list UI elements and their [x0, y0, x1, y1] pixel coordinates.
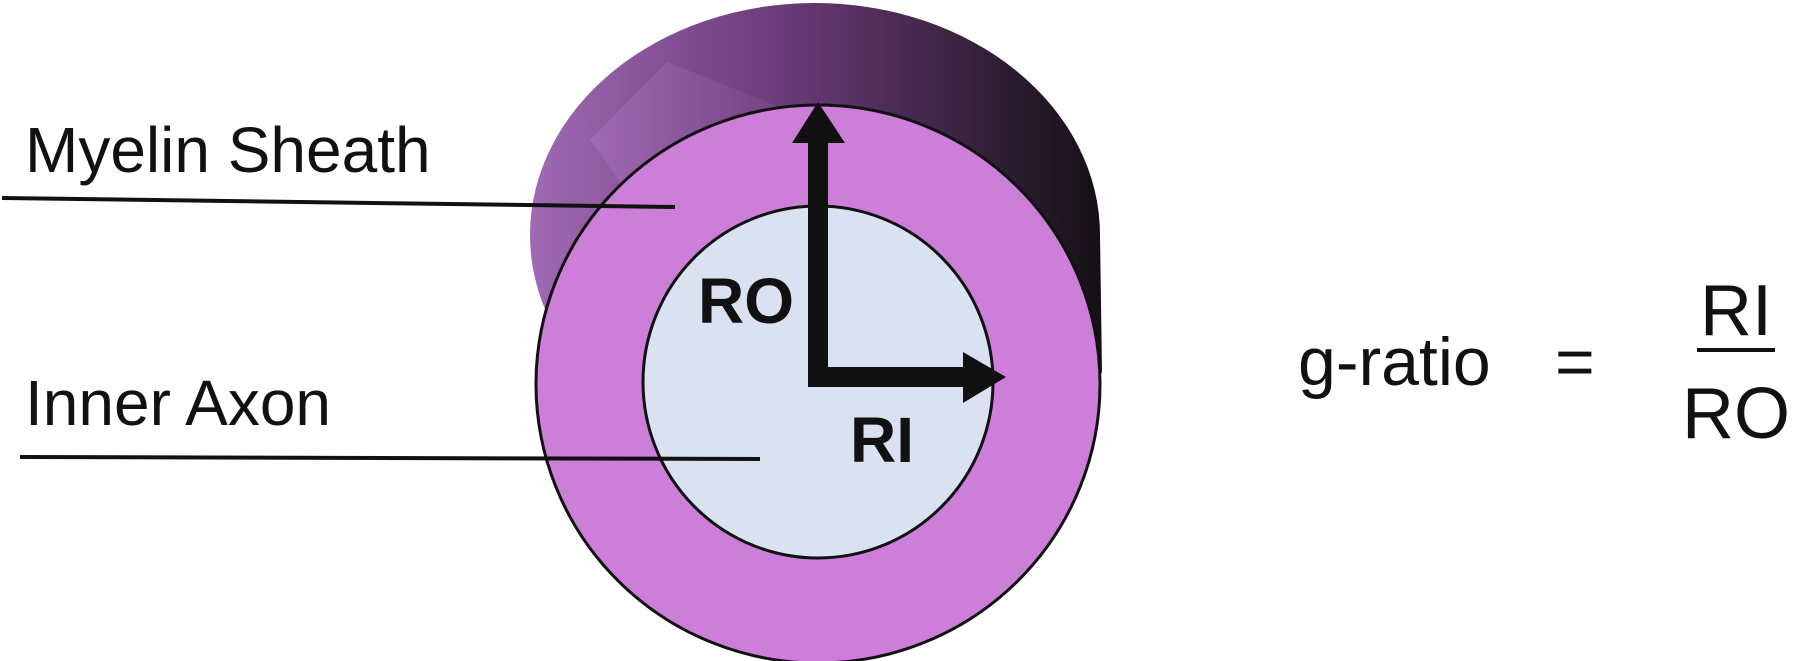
myelin-sheath-label: Myelin Sheath: [25, 114, 431, 186]
outer-radius-label: RO: [698, 265, 794, 337]
g-ratio-formula: g-ratio = RI RO: [1298, 271, 1790, 454]
inner-radius-arrow: [808, 352, 1006, 403]
myelin-leader-line: [1, 196, 676, 209]
inner-axon-label: Inner Axon: [25, 367, 331, 439]
outer-radius-arrow: [792, 102, 845, 387]
fraction-numerator: RI: [1700, 271, 1772, 351]
axon-leader-line: [19, 455, 761, 461]
equals-sign: =: [1555, 324, 1595, 400]
g-ratio-term: g-ratio: [1298, 324, 1491, 400]
fraction-denominator: RO: [1682, 374, 1790, 454]
inner-radius-label: RI: [850, 404, 914, 476]
